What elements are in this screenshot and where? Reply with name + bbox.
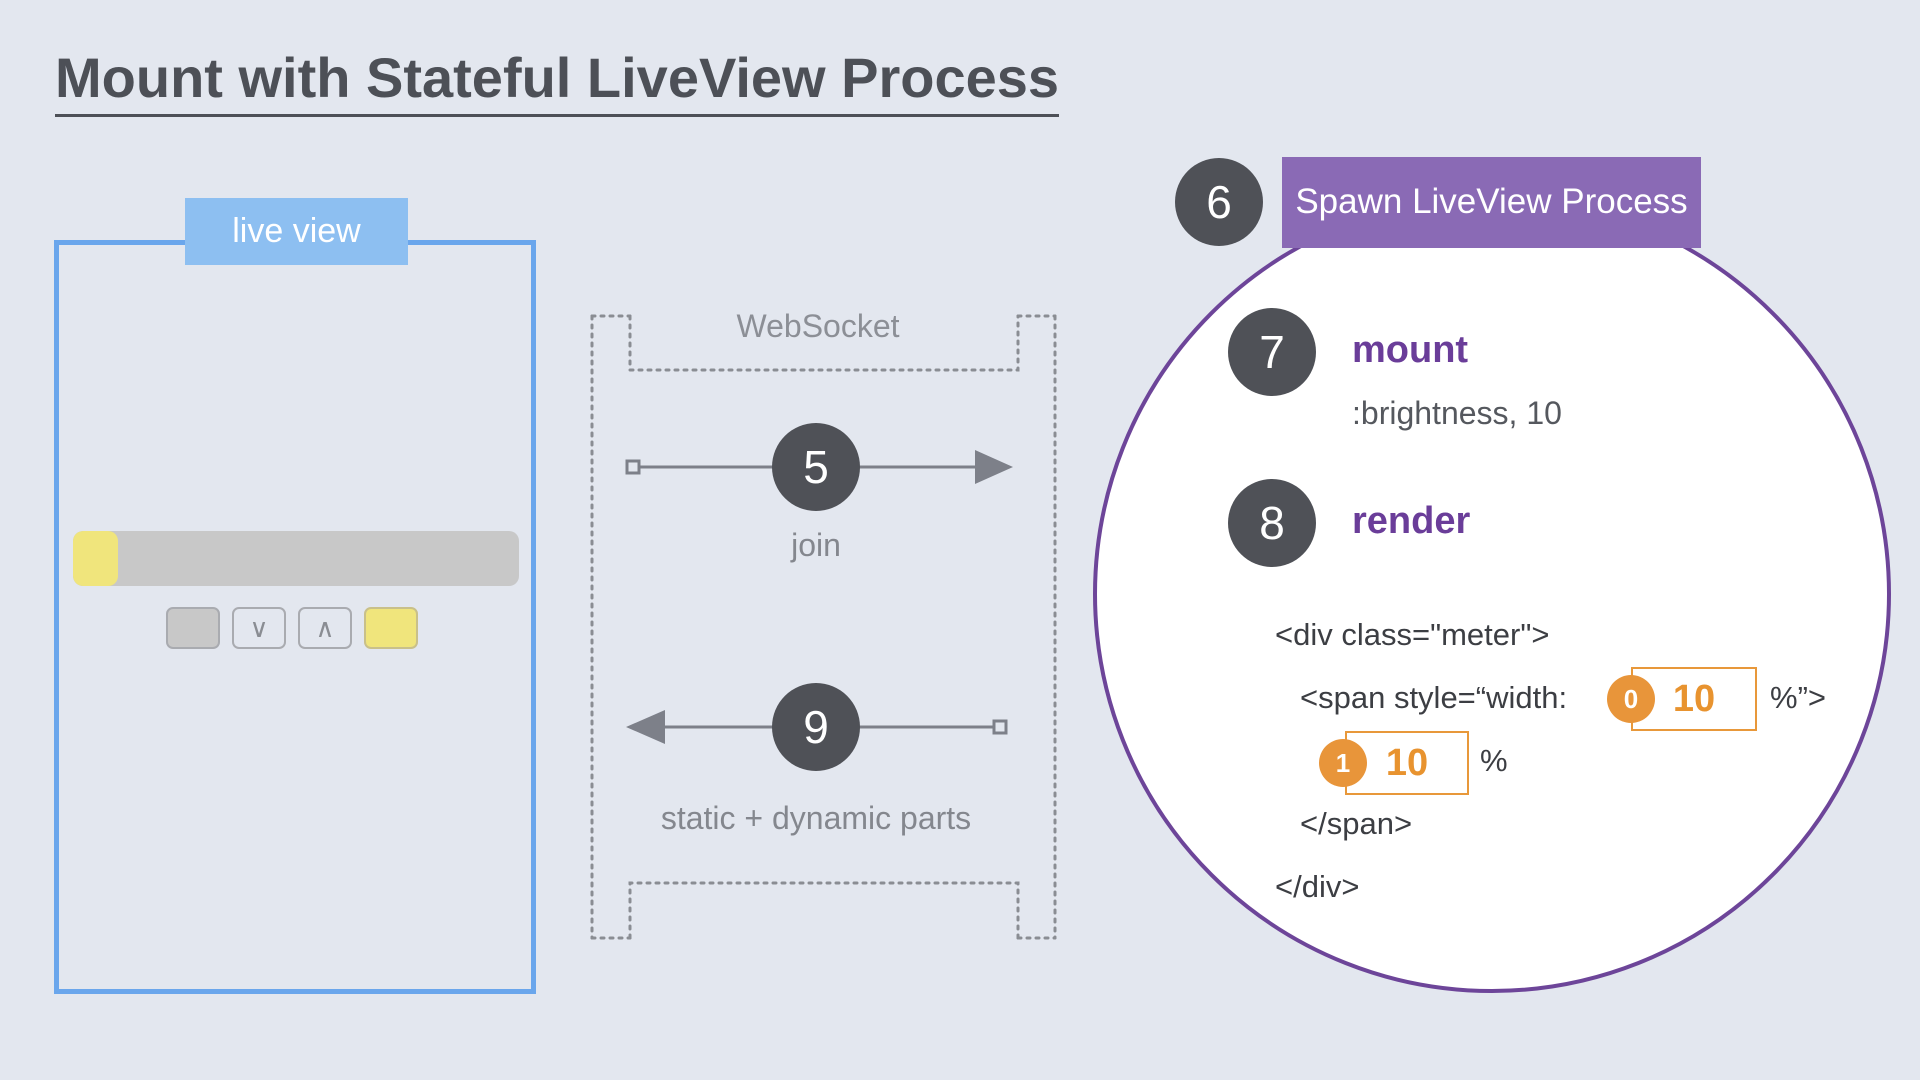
step-8-badge: 8 — [1228, 479, 1316, 567]
websocket-top-bracket — [628, 314, 1020, 372]
reply-arrow-head — [626, 710, 665, 744]
brightness-meter-fill — [73, 531, 118, 586]
join-label: join — [791, 527, 841, 563]
reply-arrow-tail — [992, 719, 1008, 735]
down-button[interactable]: ∨ — [232, 607, 286, 649]
code-line-span-close: </span> — [1300, 806, 1413, 841]
liveview-process-circle — [1093, 195, 1891, 993]
on-button[interactable] — [364, 607, 418, 649]
live-view-tab: live view — [185, 198, 408, 265]
websocket-label: WebSocket — [736, 308, 900, 344]
step-7-badge: 7 — [1228, 308, 1316, 396]
mount-label: mount — [1352, 329, 1469, 371]
code-line-span-open: <span style=“width: — [1300, 680, 1568, 715]
step-5-badge: 5 — [772, 423, 860, 511]
code-line-div-close: </div> — [1275, 869, 1360, 904]
code-line-percent: % — [1480, 743, 1508, 778]
spawn-process-tab: Spawn LiveView Process — [1282, 157, 1701, 248]
dynamic-value-0: 10 — [1631, 667, 1757, 731]
websocket-bottom-bracket — [628, 881, 1020, 940]
render-label: render — [1352, 500, 1471, 542]
mount-args: :brightness, 10 — [1352, 395, 1562, 431]
dynamic-index-0-badge: 0 — [1607, 675, 1655, 723]
step-6-badge: 6 — [1175, 158, 1263, 246]
dynamic-index-1-badge: 1 — [1319, 739, 1367, 787]
off-button[interactable] — [166, 607, 220, 649]
brightness-meter — [73, 531, 519, 586]
code-line-span-suffix: %”> — [1770, 680, 1826, 715]
step-9-badge: 9 — [772, 683, 860, 771]
page-title: Mount with Stateful LiveView Process — [55, 42, 1060, 117]
join-arrow-tail — [625, 459, 641, 475]
static-dynamic-parts-label: static + dynamic parts — [660, 800, 972, 836]
code-line-div-open: <div class="meter"> — [1275, 617, 1550, 652]
join-arrow-head — [975, 450, 1013, 484]
up-button[interactable]: ∧ — [298, 607, 352, 649]
